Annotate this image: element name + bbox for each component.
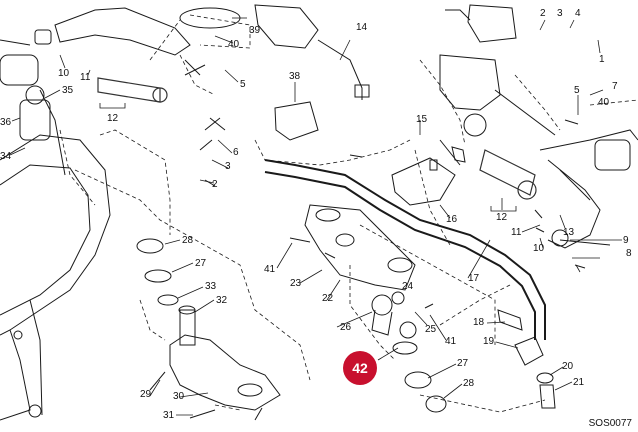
callout-30: 30 <box>173 391 185 402</box>
highlighted-part-badge: 42 <box>343 351 377 385</box>
callout-34: 34 <box>0 151 12 162</box>
callout-16: 16 <box>446 214 458 225</box>
callout-40: 40 <box>228 39 240 50</box>
callout-41: 41 <box>445 336 457 347</box>
callout-5: 5 <box>574 85 580 96</box>
callout-32: 32 <box>216 295 228 306</box>
callout-3: 3 <box>557 8 563 19</box>
callout-22: 22 <box>322 293 334 304</box>
callout-25: 25 <box>425 324 437 335</box>
callout-36: 36 <box>0 117 12 128</box>
callout-20: 20 <box>562 361 574 372</box>
callout-27: 27 <box>457 358 469 369</box>
callout-14: 14 <box>356 22 368 33</box>
callout-41: 41 <box>264 264 276 275</box>
callout-11: 11 <box>80 72 91 83</box>
callout-13: 13 <box>563 227 575 238</box>
callout-17: 17 <box>468 273 480 284</box>
callout-33: 33 <box>205 281 217 292</box>
callout-28: 28 <box>463 378 475 389</box>
callout-21: 21 <box>573 377 585 388</box>
callout-10: 10 <box>533 243 545 254</box>
callout-18: 18 <box>473 317 485 328</box>
callout-31: 31 <box>163 410 175 421</box>
callout-24: 24 <box>402 281 414 292</box>
callout-35: 35 <box>62 85 74 96</box>
callout-40: 40 <box>598 97 610 108</box>
callout-1: 1 <box>599 54 605 65</box>
callout-2: 2 <box>540 8 546 19</box>
callout-5: 5 <box>240 79 246 90</box>
callout-38: 38 <box>289 71 301 82</box>
drawing-code: SOS0077 <box>588 418 632 429</box>
callout-11: 11 <box>511 227 522 238</box>
callout-15: 15 <box>416 114 428 125</box>
callout-2: 2 <box>212 179 218 190</box>
callout-19: 19 <box>483 336 495 347</box>
callout-10: 10 <box>58 68 70 79</box>
callout-29: 29 <box>140 389 152 400</box>
callout-8: 8 <box>626 248 632 259</box>
callout-7: 7 <box>612 81 618 92</box>
callout-3: 3 <box>225 161 231 172</box>
callout-9: 9 <box>623 235 629 246</box>
callout-26: 26 <box>340 322 352 333</box>
callout-39: 39 <box>249 25 261 36</box>
callout-12: 12 <box>496 212 508 223</box>
callout-28: 28 <box>182 235 194 246</box>
callout-6: 6 <box>233 147 239 158</box>
callout-12: 12 <box>107 113 119 124</box>
callout-23: 23 <box>290 278 302 289</box>
callout-27: 27 <box>195 258 207 269</box>
callout-4: 4 <box>575 8 581 19</box>
